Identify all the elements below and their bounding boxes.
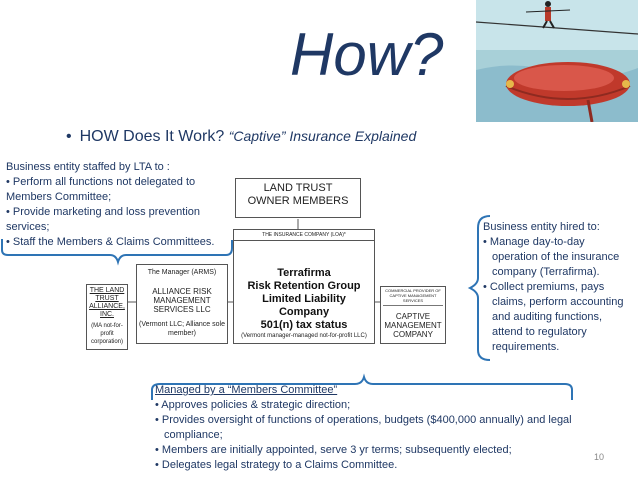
bottom-note-item: • Provides oversight of functions of ope… <box>155 414 572 441</box>
manager-name: ALLIANCE RISK MANAGEMENT SERVICES LLC <box>152 287 212 314</box>
manager-role: The Manager (ARMS) <box>147 269 217 276</box>
right-note-item: • Manage day-to-day operation of the ins… <box>483 236 620 278</box>
bottom-note-item: • Members are initially appointed, serve… <box>155 444 512 456</box>
alliance-note: (MA not-for-profit corporation) <box>90 323 123 345</box>
bottom-note: Managed by a “Members Committee” • Appro… <box>155 383 585 473</box>
insurance-company-box: THE INSURANCE COMPANY (LOA)* Terrafirma … <box>233 229 375 344</box>
right-note-heading: Business entity hired to: <box>483 221 600 233</box>
tightrope-illustration <box>476 0 638 122</box>
subtitle-emphasis: “Captive” Insurance Explained <box>228 128 417 144</box>
subtitle-main: HOW Does It Work? <box>79 128 225 145</box>
owners-box: LAND TRUST OWNER MEMBERS <box>235 178 361 218</box>
company-name: Terrafirma <box>277 267 331 279</box>
left-note-item: • Perform all functions not delegated to… <box>6 176 196 203</box>
insurance-header: THE INSURANCE COMPANY (LOA)* <box>234 230 374 241</box>
alliance-name: THE LAND TRUST ALLIANCE, INC. <box>89 287 125 318</box>
captive-box: COMMERCIAL PROVIDER OF CAPTIVE MANAGEMEN… <box>380 286 446 344</box>
company-note: (Vermont manager-managed not-for-profit … <box>241 333 367 339</box>
right-bracket <box>467 215 491 361</box>
left-note-heading: Business entity staffed by LTA to : <box>6 161 170 173</box>
left-note: Business entity staffed by LTA to : • Pe… <box>6 160 236 250</box>
bottom-note-heading: Managed by a “Members Committee” <box>155 384 338 396</box>
bottom-bracket <box>151 373 573 400</box>
company-line4: Company <box>278 306 330 318</box>
right-note-item: • Collect premiums, pays claims, perform… <box>483 281 624 353</box>
company-line3: Limited Liability <box>262 293 346 305</box>
right-note: Business entity hired to: • Manage day-t… <box>483 220 633 355</box>
page-title: How? <box>290 21 444 88</box>
bottom-note-item: • Delegates legal strategy to a Claims C… <box>155 459 398 471</box>
subtitle-bullet: • <box>66 128 72 145</box>
manager-note: (Vermont LLC; Alliance sole member) <box>139 321 225 337</box>
left-note-item: • Staff the Members & Claims Committees. <box>6 236 215 248</box>
company-line2: Risk Retention Group <box>247 280 361 292</box>
manager-box: The Manager (ARMS) ALLIANCE RISK MANAGEM… <box>136 264 228 344</box>
bottom-note-item: • Approves policies & strategic directio… <box>155 399 351 411</box>
company-tax-status: 501(n) tax status <box>260 319 348 331</box>
captive-name: CAPTIVE MANAGEMENT COMPANY <box>384 312 442 339</box>
owners-label: LAND TRUST OWNER MEMBERS <box>247 182 349 207</box>
captive-header: COMMERCIAL PROVIDER OF CAPTIVE MANAGEMEN… <box>383 288 443 306</box>
subtitle: • HOW Does It Work? “Captive” Insurance E… <box>66 128 416 146</box>
alliance-box: THE LAND TRUST ALLIANCE, INC. (MA not-fo… <box>86 284 128 350</box>
left-note-item: • Provide marketing and loss prevention … <box>6 206 201 233</box>
left-bracket <box>1 239 233 266</box>
page-number: 10 <box>594 452 605 462</box>
